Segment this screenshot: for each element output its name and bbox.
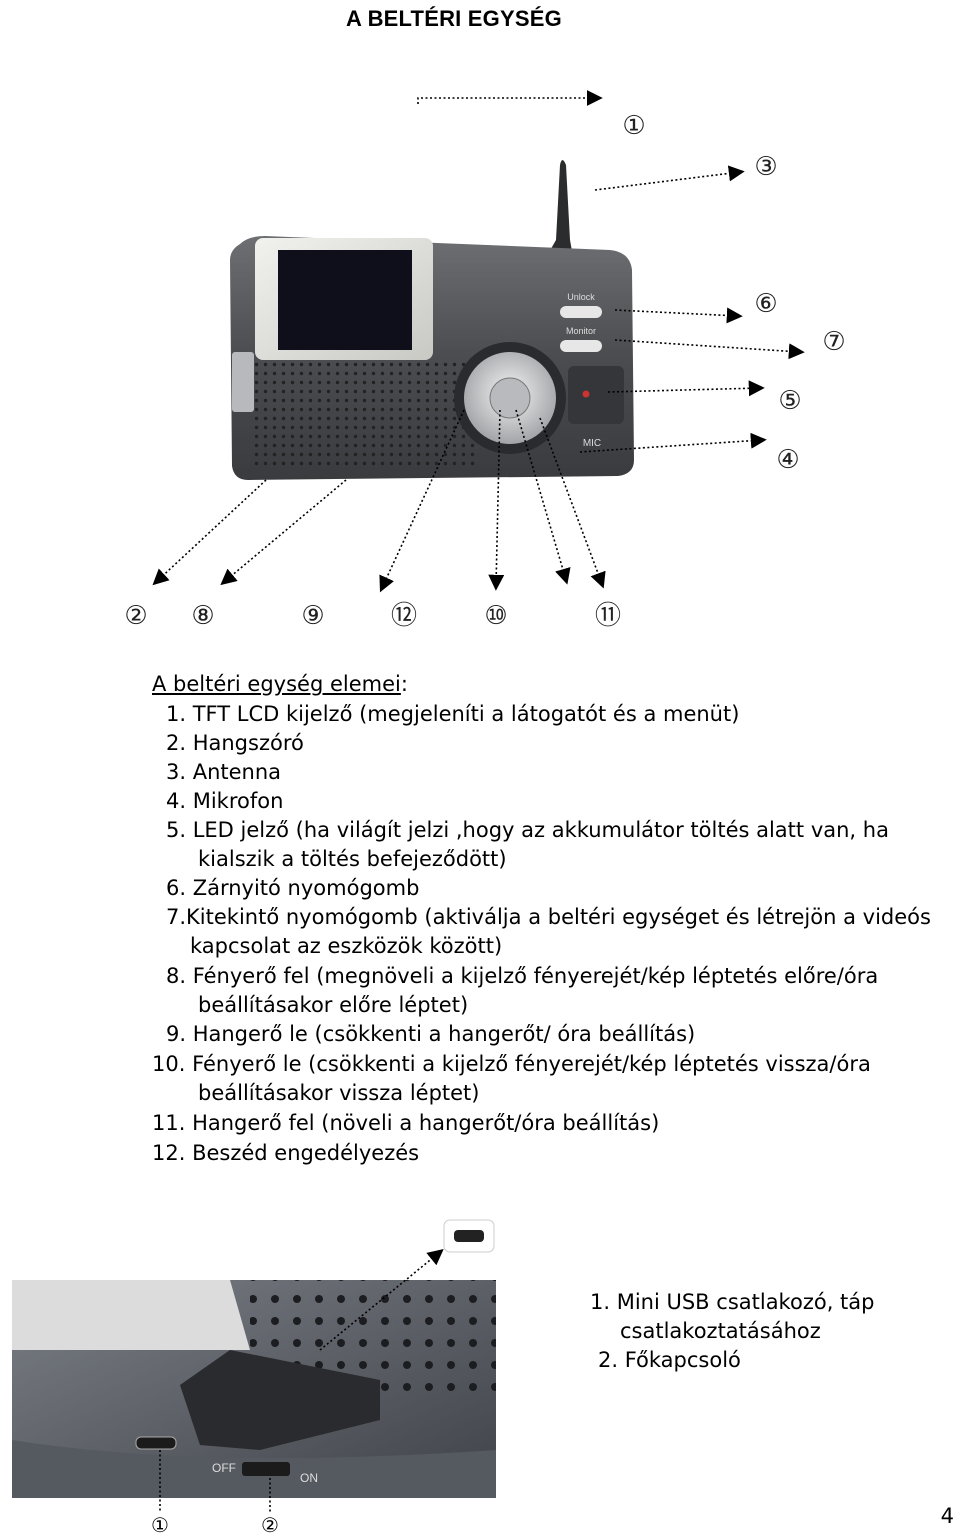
usb-icon xyxy=(454,1230,484,1242)
speaker-grille xyxy=(252,358,476,466)
talk-button xyxy=(489,377,531,419)
led-panel xyxy=(568,366,624,424)
list-item: 6. Zárnyitó nyomógomb xyxy=(166,876,420,900)
list-item: 3. Antenna xyxy=(166,760,282,784)
callout-1: ① xyxy=(622,111,645,141)
power-switch xyxy=(242,1462,290,1476)
list-item: 2. Hangszóró xyxy=(166,731,304,755)
side-button-strip xyxy=(232,352,254,412)
indoor-unit-diagram: Unlock Monitor MIC ① ③ ⑥ ⑦ ⑤ ④ ② ⑧ ⑨ ⑫ ⑩… xyxy=(124,90,846,631)
list-item: 12. Beszéd engedélyezés xyxy=(152,1141,420,1165)
list-item: beállításakor vissza léptet) xyxy=(198,1081,480,1105)
callout-6: ⑥ xyxy=(754,289,777,319)
usb-label-1: 1. Mini USB csatlakozó, táp xyxy=(590,1290,875,1314)
unlock-button xyxy=(560,306,602,318)
callout-8: ⑧ xyxy=(191,601,214,631)
side-handle xyxy=(180,1350,380,1450)
callout-10: ⑩ xyxy=(484,601,507,631)
usb-closeup-photo: OFF ON ① ② xyxy=(12,1219,496,1537)
list-item: 4. Mikrofon xyxy=(166,789,284,813)
list-item: kapcsolat az eszközök között) xyxy=(190,934,503,958)
list-heading: A beltéri egység elemei: xyxy=(152,672,408,696)
callout-5: ⑤ xyxy=(778,386,801,416)
lcd-frame-corner xyxy=(12,1280,250,1350)
usb-label-1-cont: csatlakoztatásához xyxy=(620,1319,821,1343)
mini-usb-port xyxy=(135,1436,177,1450)
callout-3: ③ xyxy=(754,152,777,182)
monitor-button xyxy=(560,340,602,352)
list-item: 10. Fényerő le (csökkenti a kijelző fény… xyxy=(152,1052,871,1076)
callout-7: ⑦ xyxy=(822,327,845,357)
switch-on-label: ON xyxy=(300,1471,318,1485)
usb-label-2: 2. Főkapcsoló xyxy=(598,1348,741,1372)
antenna xyxy=(548,160,574,262)
unlock-label: Unlock xyxy=(567,292,595,302)
list-item: 8. Fényerő fel (megnöveli a kijelző fény… xyxy=(166,964,879,988)
list-item: kialszik a töltés befejeződött) xyxy=(198,847,507,871)
monitor-label: Monitor xyxy=(566,326,596,336)
usb-callout-2: ② xyxy=(261,1513,279,1537)
list-item: 5. LED jelző (ha világít jelzi ,hogy az … xyxy=(166,818,889,842)
list-item: 1. TFT LCD kijelző (megjeleníti a látoga… xyxy=(166,702,740,726)
usb-callout-1: ① xyxy=(151,1513,169,1537)
mic-label: MIC xyxy=(583,438,601,449)
page-number: 4 xyxy=(940,1504,954,1528)
lcd-screen xyxy=(278,250,412,350)
list-item: 11. Hangerő fel (növeli a hangerőt/óra b… xyxy=(152,1111,660,1135)
switch-off-label: OFF xyxy=(212,1461,236,1475)
list-item: 7.Kitekintő nyomógomb (aktiválja a belté… xyxy=(166,905,931,929)
page-title: A BELTÉRI EGYSÉG xyxy=(346,6,562,31)
callout-11: ⑪ xyxy=(595,601,621,631)
callout-numbers: ① ③ ⑥ ⑦ ⑤ ④ ② ⑧ ⑨ ⑫ ⑩ ⑪ xyxy=(124,111,845,631)
callout-12: ⑫ xyxy=(391,601,417,631)
list-item: 9. Hangerő le (csökkenti a hangerőt/ óra… xyxy=(166,1022,696,1046)
callout-arrows xyxy=(152,90,805,593)
callout-2: ② xyxy=(124,601,147,631)
callout-9: ⑨ xyxy=(301,601,324,631)
led-indicator xyxy=(582,390,590,398)
usb-callout-lines xyxy=(159,1248,444,1512)
callout-4: ④ xyxy=(776,445,799,475)
list-item: beállításakor előre léptet) xyxy=(198,993,469,1017)
